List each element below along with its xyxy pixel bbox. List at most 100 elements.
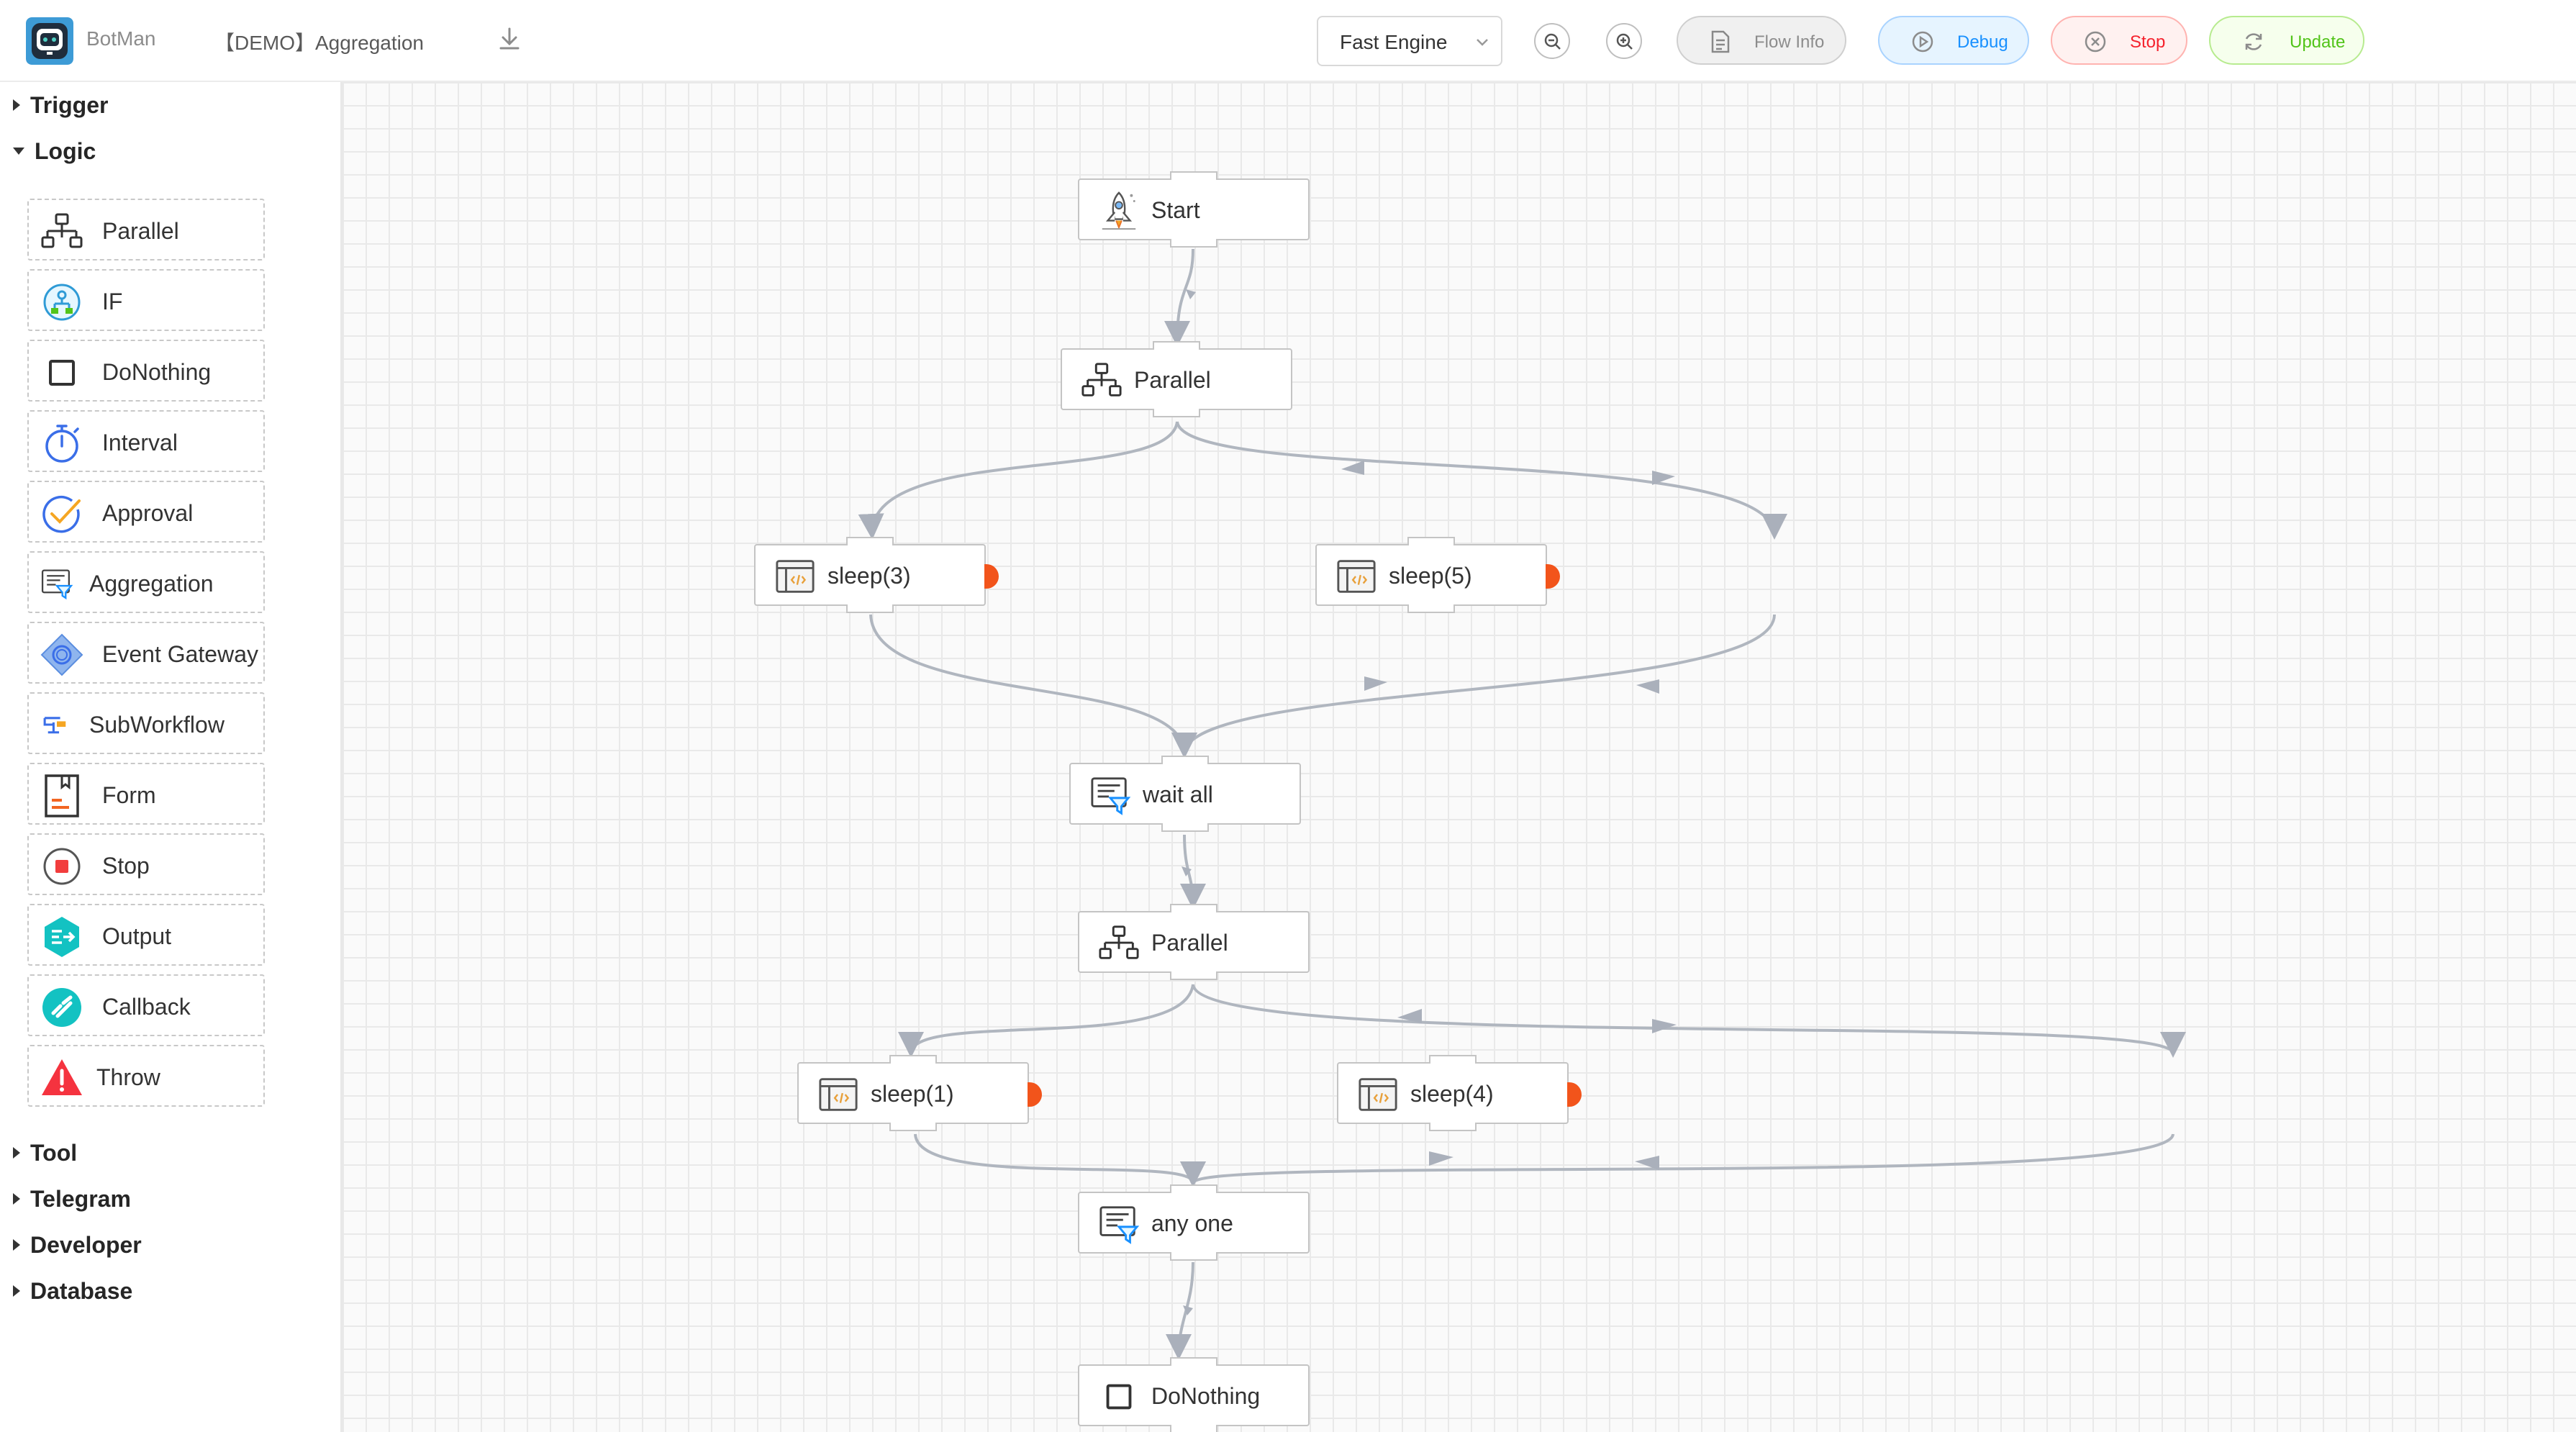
node-parallel-1[interactable]: Parallel <box>1061 341 1292 417</box>
square-icon <box>1098 1376 1140 1418</box>
input-port[interactable] <box>889 1055 937 1064</box>
node-donothing[interactable]: DoNothing <box>1078 1357 1310 1432</box>
square-icon <box>40 351 83 394</box>
output-port[interactable] <box>889 1123 937 1131</box>
app-name[interactable]: BotMan <box>86 27 156 50</box>
aggregation-icon <box>1098 1203 1140 1245</box>
input-port[interactable] <box>846 537 894 545</box>
output-port[interactable] <box>1170 1252 1217 1261</box>
parallel-icon <box>1081 360 1123 402</box>
debug-button[interactable]: Debug <box>1878 16 2029 65</box>
output-port[interactable] <box>1153 409 1200 417</box>
component-approval[interactable]: Approval <box>27 481 265 543</box>
category-telegram[interactable]: Telegram <box>13 1186 131 1213</box>
output-icon <box>45 917 79 957</box>
caret-right-icon <box>13 99 20 111</box>
input-port[interactable] <box>1170 171 1217 180</box>
script-icon <box>774 556 816 597</box>
component-sidebar: Trigger Logic Parallel IF DoNothing Inte… <box>0 82 343 1432</box>
error-port[interactable] <box>1546 564 1560 589</box>
category-trigger[interactable]: Trigger <box>13 92 108 119</box>
zoom-out-button[interactable] <box>1534 23 1570 59</box>
edge-parallel2-sleep1 <box>898 984 1194 1058</box>
error-port[interactable] <box>1028 1082 1042 1107</box>
component-donothing[interactable]: DoNothing <box>27 340 265 402</box>
node-wait-all[interactable]: wait all <box>1069 756 1301 832</box>
script-icon <box>1357 1074 1399 1115</box>
edge-sleep3-waitall <box>869 614 1197 758</box>
component-form[interactable]: Form <box>27 763 265 825</box>
subworkflow-icon <box>43 717 66 734</box>
category-developer[interactable]: Developer <box>13 1232 142 1259</box>
node-sleep-1[interactable]: sleep(1) <box>797 1055 1042 1131</box>
component-parallel[interactable]: Parallel <box>27 199 265 260</box>
input-port[interactable] <box>1153 341 1200 350</box>
component-callback[interactable]: Callback <box>27 974 265 1036</box>
zoom-in-button[interactable] <box>1606 23 1642 59</box>
node-any-one[interactable]: any one <box>1078 1184 1310 1261</box>
botman-logo-icon <box>26 17 73 65</box>
flow-edges <box>858 248 2186 1360</box>
stop-icon <box>43 848 81 885</box>
input-port[interactable] <box>1161 756 1209 764</box>
output-port[interactable] <box>1170 971 1217 980</box>
node-start[interactable]: Start <box>1078 171 1310 248</box>
component-stop[interactable]: Stop <box>27 833 265 895</box>
output-port[interactable] <box>1429 1123 1477 1131</box>
category-logic[interactable]: Logic <box>13 138 96 165</box>
event-gateway-icon <box>40 633 83 676</box>
component-if[interactable]: IF <box>27 269 265 331</box>
top-toolbar: BotMan 【DEMO】Aggregation Fast Engine Flo… <box>0 0 2576 82</box>
component-output[interactable]: Output <box>27 904 265 966</box>
caret-right-icon <box>13 1192 20 1205</box>
form-icon <box>45 774 79 817</box>
component-aggregation[interactable]: Aggregation <box>27 551 265 613</box>
output-port[interactable] <box>1170 1425 1217 1432</box>
output-port[interactable] <box>1170 239 1217 248</box>
error-port[interactable] <box>1567 1082 1582 1107</box>
debug-label: Debug <box>1957 32 2008 52</box>
category-database[interactable]: Database <box>13 1278 132 1305</box>
parallel-icon <box>40 210 83 253</box>
input-port[interactable] <box>1429 1055 1477 1064</box>
node-sleep-4[interactable]: sleep(4) <box>1337 1055 1582 1131</box>
warning-icon <box>42 1059 82 1095</box>
output-port[interactable] <box>1407 604 1455 613</box>
caret-right-icon <box>13 1284 20 1297</box>
sync-icon <box>2245 33 2262 50</box>
output-port[interactable] <box>846 604 894 613</box>
node-sleep-3[interactable]: sleep(3) <box>754 537 999 613</box>
input-port[interactable] <box>1170 1184 1217 1193</box>
update-label: Update <box>2290 32 2346 52</box>
download-icon[interactable] <box>495 24 524 53</box>
flow-info-button[interactable]: Flow Info <box>1677 16 1846 65</box>
aggregation-icon <box>40 567 73 600</box>
flow-name[interactable]: 【DEMO】Aggregation <box>214 32 425 54</box>
node-sleep-5[interactable]: sleep(5) <box>1315 537 1560 613</box>
component-event-gateway[interactable]: Event Gateway <box>27 622 265 684</box>
edge-sleep4-anyone <box>1181 1133 2174 1187</box>
input-port[interactable] <box>1170 904 1217 912</box>
timer-icon <box>45 425 79 463</box>
zoom-out-icon <box>1544 33 1561 50</box>
engine-select[interactable]: Fast Engine <box>1317 16 1502 66</box>
category-tool[interactable]: Tool <box>13 1140 77 1166</box>
input-port[interactable] <box>1170 1357 1217 1366</box>
close-circle-icon <box>2085 31 2106 53</box>
component-throw[interactable]: Throw <box>27 1045 265 1107</box>
caret-right-icon <box>13 1146 20 1159</box>
caret-down-icon <box>13 147 24 155</box>
chevron-down-icon <box>1477 39 1488 46</box>
edge-start-parallel <box>1164 248 1194 347</box>
error-port[interactable] <box>984 564 999 589</box>
flow-canvas[interactable]: Start Parallel sleep(3) sleep(5) wait al… <box>343 82 2576 1432</box>
script-icon <box>817 1074 859 1115</box>
component-subworkflow[interactable]: SubWorkflow <box>27 692 265 754</box>
node-parallel-2[interactable]: Parallel <box>1078 904 1310 980</box>
update-button[interactable]: Update <box>2209 16 2364 65</box>
rocket-icon <box>1098 190 1140 232</box>
component-interval[interactable]: Interval <box>27 410 265 472</box>
stop-button[interactable]: Stop <box>2051 16 2187 65</box>
output-port[interactable] <box>1161 823 1209 832</box>
input-port[interactable] <box>1407 537 1455 545</box>
